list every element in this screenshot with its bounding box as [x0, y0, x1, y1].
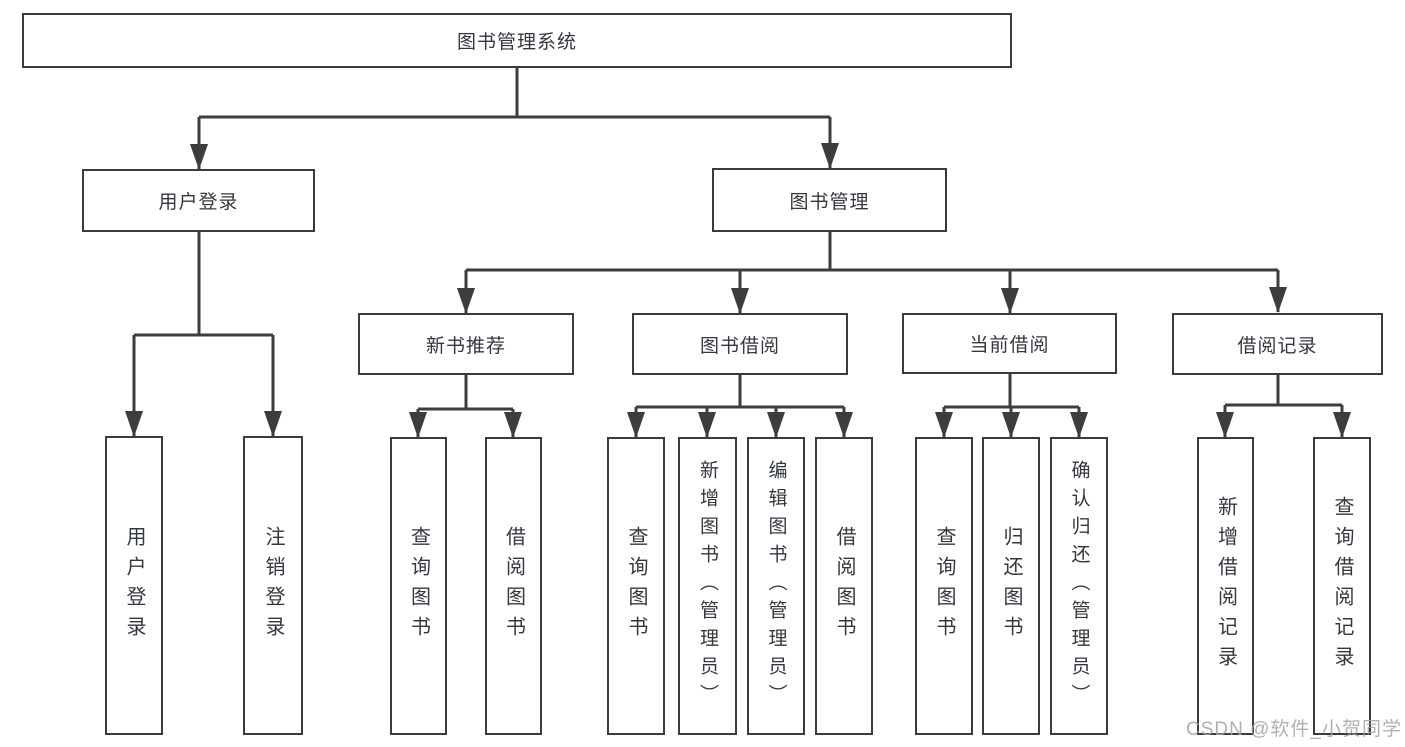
leaf-user-login-label: 用户登录 — [123, 525, 145, 646]
leaf-return-books-label: 归还图书 — [1000, 526, 1022, 646]
leaf-confirm-return-admin: 确认归还（管理员） — [1050, 437, 1108, 735]
node-book-borrow-label: 图书借阅 — [699, 335, 780, 357]
node-new-book-recommend: 新书推荐 — [358, 313, 574, 375]
leaf-borrow-books-recommend-label: 借阅图书 — [502, 526, 525, 646]
node-book-management: 图书管理 — [712, 168, 947, 232]
node-current-borrow-label: 当前借阅 — [969, 335, 1050, 356]
node-book-borrow: 图书借阅 — [632, 313, 848, 375]
leaf-borrow-books-label: 借阅图书 — [833, 526, 855, 646]
node-borrow-records: 借阅记录 — [1172, 313, 1383, 375]
leaf-add-book-admin-label: 新增图书（管理员） — [697, 460, 718, 712]
leaf-confirm-return-admin-label: 确认归还（管理员） — [1068, 460, 1090, 712]
leaf-borrow-books-recommend: 借阅图书 — [485, 437, 542, 735]
watermark-text: CSDN @软件_小贺同学 — [1186, 719, 1402, 740]
leaf-query-books-recommend: 查询图书 — [390, 437, 447, 735]
leaf-logout-label: 注销登录 — [262, 525, 284, 646]
node-root: 图书管理系统 — [22, 13, 1012, 68]
leaf-query-books-current: 查询图书 — [915, 437, 973, 735]
leaf-logout: 注销登录 — [243, 436, 303, 735]
node-book-management-label: 图书管理 — [789, 191, 870, 213]
leaf-query-books-current-label: 查询图书 — [933, 526, 955, 646]
leaf-query-borrow-record-label: 查询借阅记录 — [1331, 496, 1353, 676]
leaf-edit-book-admin-label: 编辑图书（管理员） — [765, 460, 787, 712]
node-borrow-records-label: 借阅记录 — [1237, 335, 1318, 357]
leaf-query-books-borrow: 查询图书 — [607, 437, 665, 735]
leaf-add-book-admin: 新增图书（管理员） — [678, 437, 737, 735]
leaf-edit-book-admin: 编辑图书（管理员） — [747, 437, 805, 735]
node-user-login-label: 用户登录 — [158, 192, 239, 213]
leaf-query-books-borrow-label: 查询图书 — [625, 526, 647, 646]
leaf-borrow-books: 借阅图书 — [815, 437, 873, 735]
leaf-add-borrow-record-label: 新增借阅记录 — [1214, 496, 1237, 676]
node-current-borrow: 当前借阅 — [902, 313, 1117, 374]
leaf-add-borrow-record: 新增借阅记录 — [1197, 437, 1254, 735]
node-root-label: 图书管理系统 — [456, 32, 577, 53]
leaf-return-books: 归还图书 — [982, 437, 1040, 735]
node-new-book-recommend-label: 新书推荐 — [425, 335, 506, 357]
leaf-user-login: 用户登录 — [105, 436, 163, 735]
node-user-login: 用户登录 — [82, 169, 315, 232]
leaf-query-borrow-record: 查询借阅记录 — [1313, 437, 1371, 735]
leaf-query-books-recommend-label: 查询图书 — [407, 526, 430, 646]
